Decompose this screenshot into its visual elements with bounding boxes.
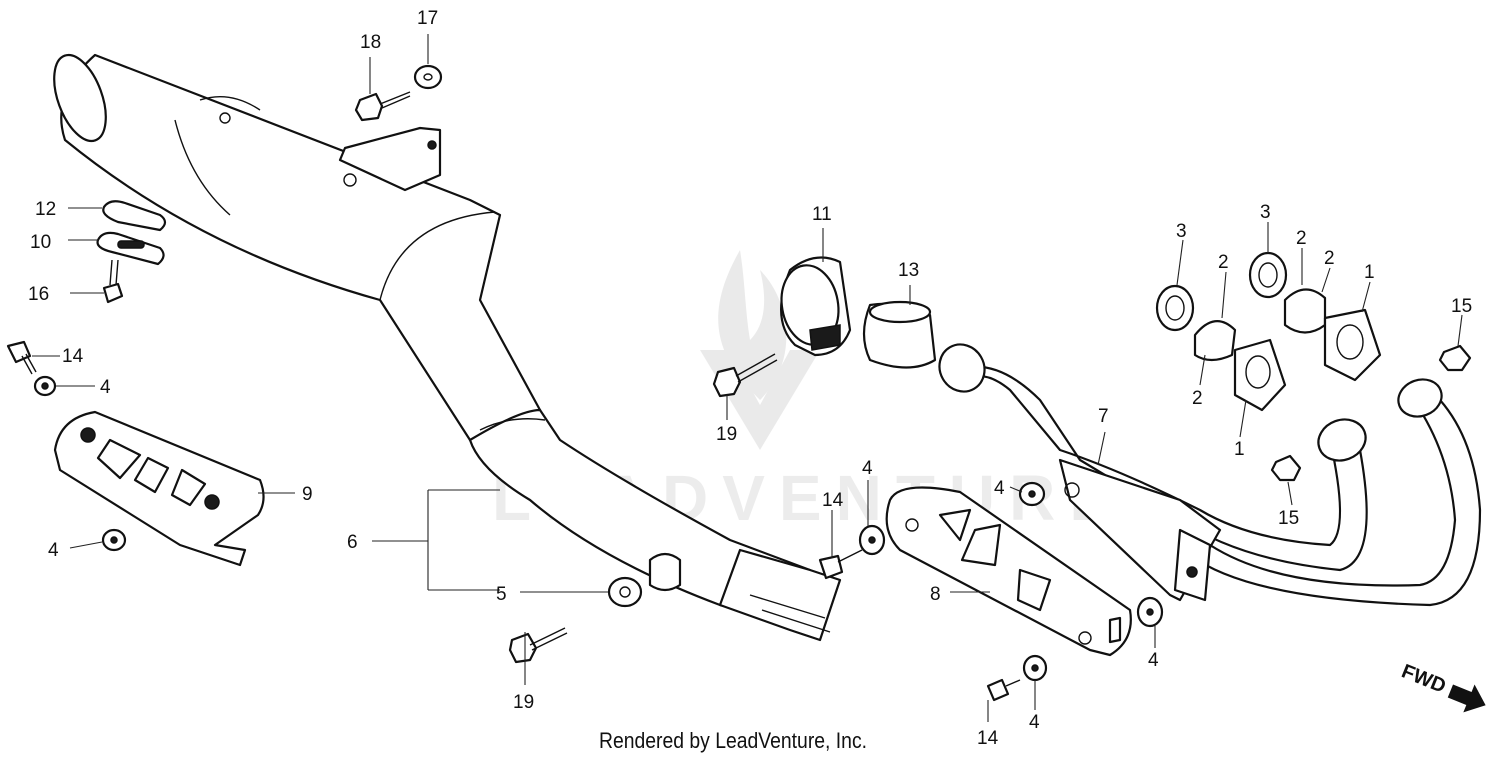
callout-8: 8: [930, 584, 941, 605]
callout-14-left: 14: [62, 346, 84, 367]
heat-shield-8: [885, 486, 1164, 657]
callout-10: 10: [30, 232, 51, 253]
forward-direction-arrow: FWD: [1398, 660, 1486, 713]
callout-14-bottom: 14: [977, 728, 999, 749]
callout-4-left-upper: 4: [100, 377, 111, 398]
callout-9: 9: [302, 484, 313, 505]
callout-4-left-lower: 4: [48, 540, 59, 561]
hardware-left: [6, 64, 886, 664]
callout-14-middle: 14: [822, 490, 844, 511]
callout-5: 5: [496, 584, 507, 605]
muffler: [53, 53, 842, 642]
callout-4-shield: 4: [1148, 650, 1159, 671]
credit-footer: Rendered by LeadVenture, Inc.: [599, 728, 868, 753]
callout-19: 19: [716, 424, 737, 445]
fwd-label: FWD: [1398, 660, 1448, 697]
callout-18-bottom: 19: [513, 692, 534, 713]
leader-lines: [32, 34, 1463, 722]
callout-1-right: 1: [1364, 262, 1375, 283]
callout-2-upper-left: 2: [1218, 252, 1229, 273]
callout-4-middle: 4: [862, 458, 873, 479]
callout-1-lower: 1: [1234, 439, 1245, 460]
callout-17: 17: [417, 8, 438, 29]
callout-18-top: 18: [360, 32, 381, 53]
callout-15-middle: 15: [1278, 508, 1299, 529]
heat-shield-9: [53, 410, 265, 567]
callout-15-right: 15: [1451, 296, 1472, 317]
gaskets-collars: [986, 251, 1472, 702]
callout-2-far-right: 2: [1324, 248, 1335, 269]
exhaust-pipes-7: [938, 343, 1482, 644]
callout-labels: 18 17 12 10 16 14 4 4 9 6 5 19 19 11 13 …: [28, 8, 1472, 749]
callout-16: 16: [28, 284, 49, 305]
sleeve-13: [862, 300, 937, 369]
callout-3-left: 3: [1176, 221, 1187, 242]
callout-13: 13: [898, 260, 919, 281]
callout-4-pipe: 4: [994, 478, 1005, 499]
callout-7: 7: [1098, 406, 1109, 427]
callout-4-bottom: 4: [1029, 712, 1040, 733]
callout-2-lower: 2: [1192, 388, 1203, 409]
callout-2-upper-right: 2: [1296, 228, 1307, 249]
callout-6: 6: [347, 532, 358, 553]
clamp-11: [780, 256, 852, 357]
arrow-icon: [1447, 684, 1486, 713]
callout-11: 11: [812, 204, 832, 225]
callout-12: 12: [35, 199, 56, 220]
callout-3-right: 3: [1260, 202, 1271, 223]
